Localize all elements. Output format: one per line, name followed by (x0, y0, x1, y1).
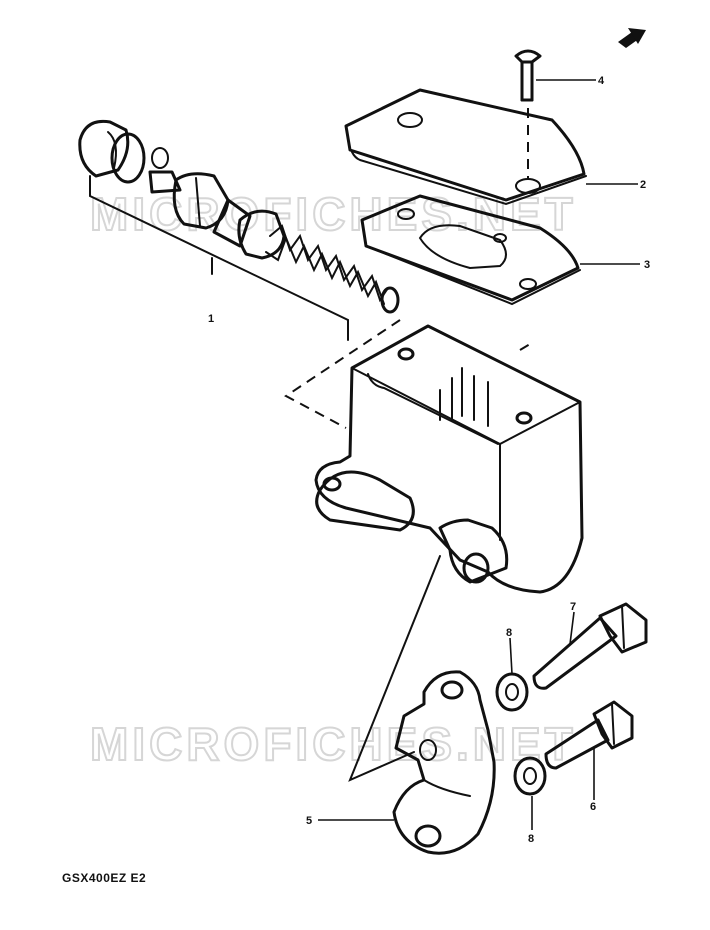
leader-lines (318, 79, 640, 830)
callout-1: 1 (208, 313, 214, 325)
callout-4: 4 (598, 75, 605, 87)
callout-8-lower: 8 (528, 833, 534, 845)
body-dashed-lines (284, 319, 531, 429)
callout-6: 6 (590, 801, 596, 813)
model-caption: GSX400EZ E2 (62, 871, 146, 885)
master-cylinder-piston-kit (78, 119, 400, 314)
callout-8-upper: 8 (506, 627, 512, 639)
clamp-assembly-line (348, 555, 441, 782)
callout-7: 7 (570, 601, 576, 613)
clamp-bolt-long (532, 602, 648, 690)
reservoir-cover-screw (514, 49, 542, 102)
callout-3: 3 (644, 259, 650, 271)
front-direction-arrow-icon (618, 28, 646, 48)
reservoir-diaphragm (360, 194, 581, 306)
washer-upper (495, 672, 529, 712)
handlebar-clamp-holder (392, 670, 496, 855)
callout-5: 5 (306, 815, 312, 827)
clamp-bolt-short (544, 700, 634, 770)
reservoir-cover (344, 88, 587, 206)
washer-lower (513, 756, 547, 796)
return-spring (265, 224, 389, 305)
watermark-bottom: MICROFICHES.NET (90, 718, 577, 770)
piston-kit-bracket (89, 175, 349, 341)
master-cylinder-body (314, 324, 584, 594)
callout-2: 2 (640, 179, 646, 191)
